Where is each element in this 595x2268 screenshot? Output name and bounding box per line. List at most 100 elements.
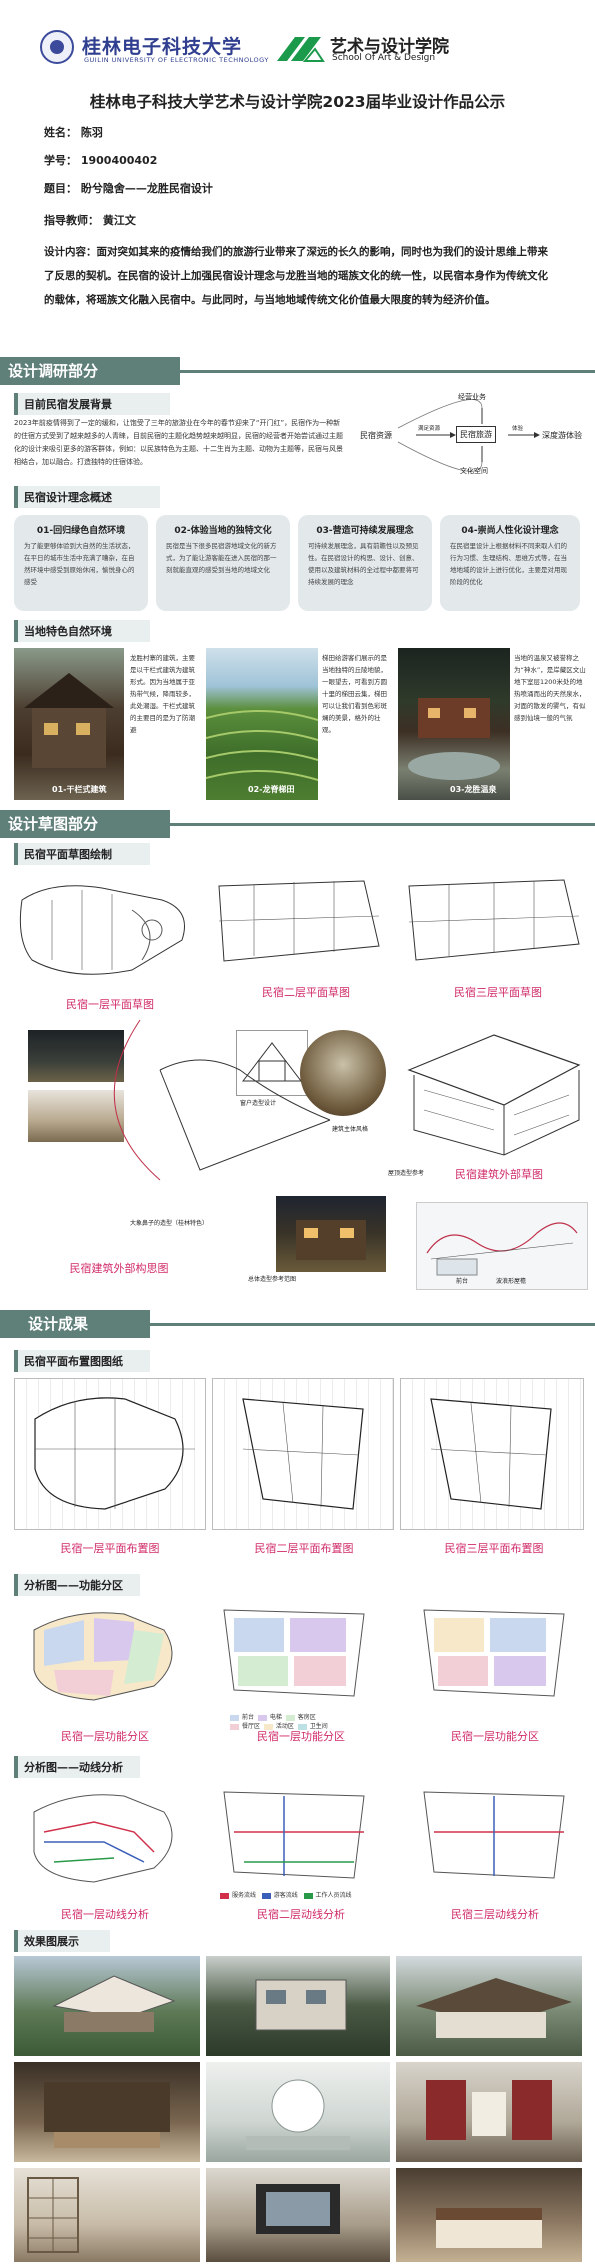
section-result-bar <box>0 1310 150 1338</box>
section-result-title: 设计成果 <box>28 1315 89 1333</box>
round-window-photo <box>300 1030 386 1116</box>
layout-plan-2 <box>212 1378 394 1530</box>
sketch-arrow-lines <box>113 1019 331 1181</box>
rendering-exterior-2 <box>206 1956 390 2056</box>
rice-terrace-photo <box>206 648 318 800</box>
rendering-exterior-1 <box>14 1956 200 2056</box>
concept-card-title: 01-回归绿色自然环境 <box>36 526 126 536</box>
subheading-plan-sketch: 民宿平面草图绘制 <box>14 843 150 865</box>
exterior-sketch <box>404 1030 584 1160</box>
rendering-bedroom <box>396 2168 582 2262</box>
legend-swatch-icon <box>285 1714 295 1721</box>
student-id: 学号： 1900400402 <box>44 154 158 167</box>
concept-card-3: 03-营造可持续发展理念 可持续发展理念，具有前瞻性以及预见性。在民宿设计的构思… <box>298 515 432 611</box>
legend-label: 游客流线 <box>273 1892 298 1899</box>
legend-label: 客房区 <box>297 1714 316 1721</box>
exterior-sketch-caption: 民宿建筑外部草图 <box>455 1168 543 1181</box>
rendering-interior-2 <box>206 2062 390 2162</box>
project-topic: 题目： 盼兮隐舍——龙胜民宿设计 <box>44 182 213 195</box>
advisor: 指导教师： 黄江文 <box>44 214 136 227</box>
university-name: 桂林电子科技大学 <box>82 36 243 58</box>
function-caption-1: 民宿一层功能分区 <box>61 1730 149 1743</box>
layout-caption-1: 民宿一层平面布置图 <box>60 1542 160 1555</box>
concept-card-body: 民宿是当下很多民宿游地域文化的新方式，为了能让游客能在进入民宿的那一刻就能直观的… <box>166 542 277 574</box>
legend-swatch-icon <box>220 1892 229 1899</box>
rendering-interior-3 <box>396 2062 582 2162</box>
legend-label: 服务流线 <box>232 1892 257 1899</box>
section-sketch-bar <box>0 810 170 838</box>
flow-caption-1: 民宿一层动线分析 <box>61 1908 149 1921</box>
note-elephant: 大象鼻子的造型（桂林特色） <box>130 1220 209 1227</box>
section-research-bar <box>0 357 180 385</box>
diagram-node-top: 经营业务 <box>458 393 486 401</box>
concept-card-body: 可持续发展理念，具有前瞻性以及预见性。在民宿设计的构思、设计、创意、使用以及建筑… <box>308 542 419 586</box>
layout-plan-3 <box>400 1378 584 1530</box>
wave-roof-sketch <box>416 1202 588 1290</box>
photo-text-2: 梯田给游客们展示的是当地独特的丘陵地貌，一眼望去，可看到方圆十里的梯田云集，梯田… <box>322 654 387 734</box>
diagram-arrow-right-label: 体验 <box>512 426 524 432</box>
rendering-interior-1 <box>14 2062 200 2162</box>
rendering-interior-4 <box>14 2168 200 2262</box>
section-divider <box>170 823 595 826</box>
layout-plan-1 <box>14 1378 206 1530</box>
legend-swatch-icon <box>230 1714 239 1721</box>
note-window: 窗户造型设计 <box>240 1100 277 1107</box>
section-sketch-title: 设计草图部分 <box>8 815 99 833</box>
diagram-node-bottom: 文化空间 <box>460 467 488 475</box>
concept-card-body: 在民宿里设计上根据材料不同来取人们的行为习惯、生理结构、思维方式等，在当地地域的… <box>450 542 567 586</box>
flow-caption-2: 民宿二层动线分析 <box>257 1908 345 1921</box>
concept-card-title: 04-崇尚人性化设计理念 <box>461 526 559 536</box>
exterior-concept-caption: 民宿建筑外部构思图 <box>69 1262 169 1275</box>
plan-sketch-caption-1: 民宿一层平面草图 <box>66 998 154 1011</box>
note-building-style: 建筑主体风格 <box>332 1126 369 1133</box>
section-divider <box>150 1323 595 1326</box>
concept-card-body: 为了能更够体验到大自然的生活状态，在平日的城市生活中充满了嘈杂，在自然环境中感受… <box>24 542 135 586</box>
flow-plan-3 <box>404 1782 584 1892</box>
subheading-flow: 分析图——动线分析 <box>14 1756 140 1778</box>
function-plan-3 <box>404 1600 584 1710</box>
legend-swatch-icon <box>261 1892 271 1899</box>
legend-swatch-icon <box>297 1723 307 1730</box>
legend-label: 工作人员流线 <box>315 1892 352 1899</box>
diagram-node-left: 民宿资源 <box>360 431 392 440</box>
stilt-house-photo <box>14 648 124 800</box>
subheading-layout: 民宿平面布置图图纸 <box>14 1350 150 1372</box>
subheading-function: 分析图——功能分区 <box>14 1574 140 1596</box>
diagram-node-center: 民宿旅游 <box>456 426 496 443</box>
legend-swatch-icon <box>230 1723 239 1730</box>
concept-card-2: 02-体验当地的独特文化 民宿是当下很多民宿游地域文化的新方式，为了能让游客能在… <box>156 515 290 611</box>
photo-caption-3: 03-龙胜温泉 <box>450 785 497 794</box>
reference-photo-interior <box>28 1090 124 1142</box>
university-seal-icon <box>40 30 74 64</box>
concept-card-title: 03-营造可持续发展理念 <box>316 526 414 536</box>
page-title: 桂林电子科技大学艺术与设计学院2023届毕业设计作品公示 <box>89 93 506 111</box>
design-description: 设计内容：面对突如其来的疫情给我们的旅游行业带来了深远的长久的影响，同时也为我们… <box>44 246 548 306</box>
photo-caption-2: 02-龙脊梯田 <box>248 785 295 794</box>
flow-legend: 服务流线 游客流线 工作人员流线 <box>220 1890 520 1899</box>
concept-card-1: 01-回归绿色自然环境 为了能更够体验到大自然的生活状态，在平日的城市生活中充满… <box>14 515 148 611</box>
plan-sketch-2 <box>214 876 384 966</box>
function-plan-2 <box>204 1600 394 1710</box>
rendering-exterior-3 <box>396 1956 582 2056</box>
note-overall: 总体造型参考范图 <box>248 1276 297 1283</box>
section-research-title: 设计调研部分 <box>8 362 99 380</box>
section-divider <box>180 370 595 373</box>
school-name: 艺术与设计学院 <box>330 37 449 57</box>
legend-swatch-icon <box>263 1723 273 1730</box>
photo-text-1: 龙胜村寨的建筑，主要是以干栏式建筑为建筑形式。因为当地属于亚热带气候，降雨较多，… <box>130 654 195 734</box>
legend-label: 前台 <box>242 1714 255 1721</box>
background-paragraph: 2023年前疫情得到了一定的缓和，让饱受了三年的旅游业在今年的春节迎来了“开门红… <box>14 419 343 466</box>
function-caption-2: 民宿一层功能分区 <box>257 1730 345 1743</box>
hot-spring-photo <box>398 648 510 800</box>
subheading-environment: 当地特色自然环境 <box>14 620 150 642</box>
school-name-en: School Of Art & Design <box>332 53 436 63</box>
flow-plan-2 <box>204 1782 394 1892</box>
legend-label: 餐厅区 <box>242 1723 261 1730</box>
legend-swatch-icon <box>303 1892 313 1899</box>
legend-label: 活动区 <box>275 1723 294 1730</box>
subheading-renderings: 效果图展示 <box>14 1930 110 1952</box>
relation-diagram: 经营业务 民宿资源 民宿旅游 深度游体验 文化空间 满足资源 体验 <box>358 388 583 478</box>
function-plan-1 <box>14 1600 194 1710</box>
legend-label: 卫生间 <box>309 1723 328 1730</box>
plan-sketch-caption-2: 民宿二层平面草图 <box>262 986 350 999</box>
